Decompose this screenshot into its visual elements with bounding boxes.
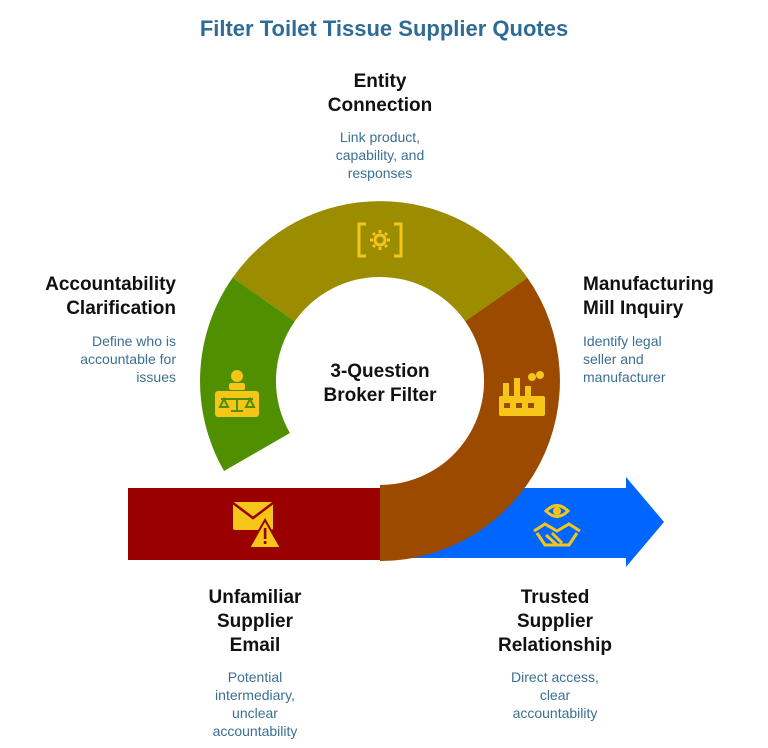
start-label-line-1: Unfamiliar [208,587,302,608]
accountability-clarification-label: Accountability Clarification [6,273,176,321]
manufacturing-label-line-2: Mill Inquiry [583,298,684,319]
email-warning-icon [232,502,283,549]
entity-desc-line-1: Link product, [339,129,421,145]
entity-label-line-1: Entity [353,71,407,92]
gear-brackets-icon [357,222,403,258]
center-label-line-1: 3-Question [330,361,430,382]
accountability-clarification-description: Define who is accountable for issues [16,332,176,386]
start-desc-line-2: intermediary, [215,687,295,703]
entity-connection-description: Link product, capability, and responses [298,128,462,182]
start-label-line-3: Email [229,635,281,656]
trusted-supplier-relationship-description: Direct access, clear accountability [480,668,630,722]
entity-label-line-2: Connection [327,95,433,116]
end-label-line-2: Supplier [516,611,593,632]
start-label-line-2: Supplier [216,611,293,632]
diagram-title: Filter Toilet Tissue Supplier Quotes [199,16,569,41]
manufacturing-mill-inquiry-description: Identify legal seller and manufacturer [583,332,753,386]
ring-segment-accountability [200,277,295,471]
start-desc-line-4: accountability [212,723,298,739]
entity-desc-line-2: capability, and [335,147,425,163]
end-label-line-1: Trusted [520,587,590,608]
end-desc-line-2: clear [539,687,571,703]
accountability-label-line-1: Accountability [45,274,176,295]
center-label: 3-Question Broker Filter [300,360,460,408]
trusted-supplier-relationship-label: Trusted Supplier Relationship [460,586,650,658]
start-desc-line-1: Potential [227,669,283,685]
accountability-label-line-2: Clarification [66,298,176,319]
manufacturing-desc-line-1: Identify legal [583,333,662,349]
end-desc-line-3: accountability [512,705,598,721]
center-label-line-2: Broker Filter [323,385,437,406]
ring-segment-manufacturing [380,277,560,561]
end-label-line-3: Relationship [497,635,612,656]
factory-icon [499,371,545,416]
accountability-desc-line-3: issues [136,369,176,385]
person-scales-icon [215,370,259,417]
manufacturing-label-line-1: Manufacturing [583,274,714,295]
manufacturing-mill-inquiry-label: Manufacturing Mill Inquiry [583,273,763,321]
accountability-desc-line-2: accountable for [80,351,176,367]
handshake-eye-icon [533,504,581,547]
entity-connection-label: Entity Connection [278,70,482,118]
start-desc-line-3: unclear [232,705,278,721]
unfamiliar-supplier-email-label: Unfamiliar Supplier Email [170,586,340,658]
unfamiliar-supplier-email-description: Potential intermediary, unclear accounta… [180,668,330,740]
manufacturing-desc-line-3: manufacturer [583,369,666,385]
entity-desc-line-3: responses [347,165,413,181]
manufacturing-desc-line-2: seller and [583,351,644,367]
ring-segment-entity [232,201,528,322]
end-desc-line-1: Direct access, [511,669,599,685]
accountability-desc-line-1: Define who is [91,333,176,349]
